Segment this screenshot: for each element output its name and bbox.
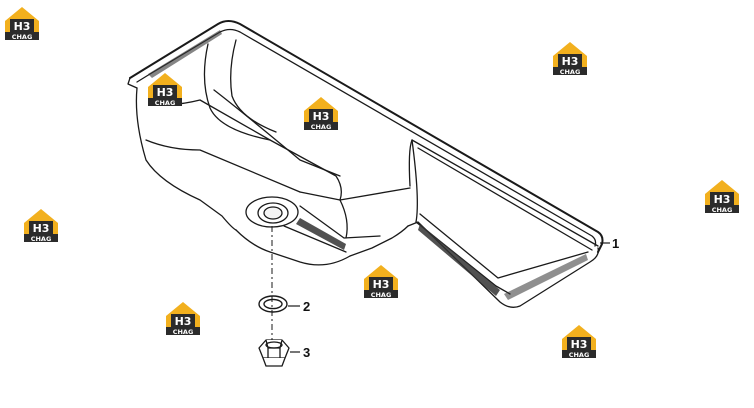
- svg-text:H3: H3: [14, 20, 31, 33]
- svg-text:H3: H3: [175, 315, 192, 328]
- svg-text:CHAG: CHAG: [31, 235, 52, 243]
- svg-text:CHAG: CHAG: [569, 351, 590, 359]
- callout-number: 3: [303, 345, 310, 360]
- drain-boss: [245, 196, 299, 228]
- watermark-logo: H3 CHAG: [24, 209, 58, 243]
- svg-text:CHAG: CHAG: [173, 328, 194, 336]
- watermark-logo: H3 CHAG: [364, 265, 398, 299]
- watermark-logo: H3 CHAG: [304, 97, 338, 131]
- svg-text:H3: H3: [562, 55, 579, 68]
- watermark-logo: H3 CHAG: [166, 302, 200, 336]
- svg-text:H3: H3: [373, 278, 390, 291]
- watermark-logo: H3 CHAG: [148, 73, 182, 107]
- callout-number: 2: [303, 299, 310, 314]
- svg-text:CHAG: CHAG: [155, 99, 176, 107]
- svg-text:CHAG: CHAG: [560, 68, 581, 76]
- svg-text:H3: H3: [157, 86, 174, 99]
- svg-text:CHAG: CHAG: [311, 123, 332, 131]
- callout-number: 1: [612, 236, 619, 251]
- svg-text:CHAG: CHAG: [12, 33, 33, 41]
- svg-text:H3: H3: [571, 338, 588, 351]
- sealing-washer: [258, 295, 288, 313]
- oil-pan: [127, 20, 604, 308]
- watermark-logo: H3 CHAG: [553, 42, 587, 76]
- svg-text:CHAG: CHAG: [712, 206, 733, 214]
- callout-2: 2: [288, 299, 310, 314]
- callout-3: 3: [290, 345, 310, 360]
- watermark-logo: H3 CHAG: [705, 180, 739, 214]
- svg-text:CHAG: CHAG: [371, 291, 392, 299]
- watermark-logo: H3 CHAG: [562, 325, 596, 359]
- callout-1: 1: [600, 236, 619, 251]
- drain-plug: [258, 339, 290, 367]
- watermark-logo: H3 CHAG: [5, 7, 39, 41]
- svg-text:H3: H3: [714, 193, 731, 206]
- svg-text:H3: H3: [313, 110, 330, 123]
- oil-pan-shading: [148, 30, 588, 300]
- svg-text:H3: H3: [33, 222, 50, 235]
